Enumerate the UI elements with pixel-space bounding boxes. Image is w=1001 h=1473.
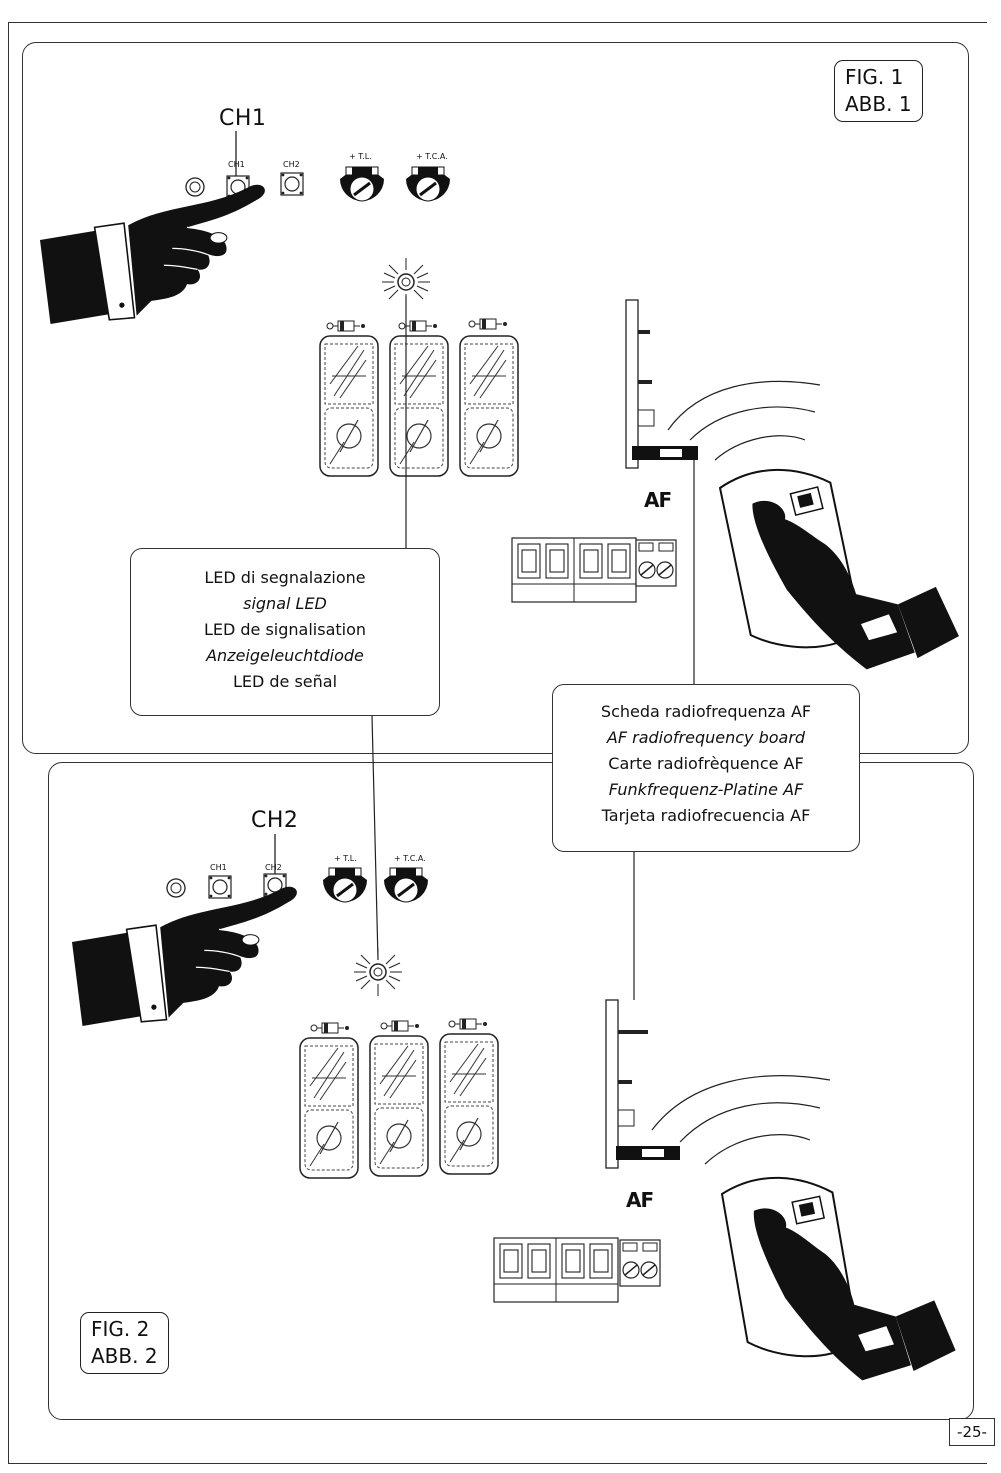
page-border	[8, 22, 987, 1464]
figure-2-title: FIG. 2	[91, 1317, 150, 1341]
led-callout: LED di segnalazione signal LED LED de si…	[130, 548, 440, 716]
led-callout-line: signal LED	[243, 594, 327, 613]
fig1-control-row	[185, 131, 452, 203]
ch2-label: CH2	[251, 808, 299, 833]
figure-1-label: FIG. 1 ABB. 1	[834, 60, 923, 122]
fig1-ch2-silk: CH2	[283, 160, 300, 169]
figure-1-title: FIG. 1	[845, 65, 904, 89]
figure-2-label: FIG. 2 ABB. 2	[80, 1312, 169, 1374]
af-callout-line: AF radiofrequency board	[606, 728, 806, 747]
af-callout-line: Carte radiofrèquence AF	[608, 754, 804, 773]
fig1-af-label: AF	[644, 488, 672, 512]
fig2-af-label: AF	[626, 1188, 654, 1212]
fig1-relays	[319, 318, 519, 477]
led-callout-line: LED de señal	[232, 672, 338, 691]
led-callout-line: LED di segnalazione	[204, 568, 366, 587]
figure-1-subtitle: ABB. 1	[845, 92, 912, 116]
ch1-label: CH1	[219, 106, 267, 131]
figure-2-subtitle: ABB. 2	[91, 1344, 158, 1368]
led-callout-line: Anzeigeleuchtdiode	[206, 646, 364, 665]
fig2-tl-silk: + T.L.	[334, 854, 357, 863]
af-callout: Scheda radiofrequenza AF AF radiofrequen…	[552, 684, 860, 852]
fig2-tca-silk: + T.C.A.	[394, 854, 426, 863]
fig1-tl-silk: + T.L.	[349, 152, 372, 161]
fig2-relays	[299, 1018, 499, 1179]
page-number: -25-	[949, 1418, 995, 1446]
figure-2-panel	[48, 762, 974, 1420]
fig1-tca-silk: + T.C.A.	[416, 152, 448, 161]
af-callout-line: Funkfrequenz-Platine AF	[608, 780, 804, 799]
fig2-ch1-silk: CH1	[210, 863, 227, 872]
af-callout-line: Tarjeta radiofrecuencia AF	[601, 806, 811, 825]
led-callout-line: LED de signalisation	[203, 620, 367, 639]
fig1-ch1-silk: CH1	[228, 160, 245, 169]
fig1-indicator-icon	[185, 177, 205, 197]
fig2-ch2-silk: CH2	[265, 863, 282, 872]
figure-1-panel	[22, 42, 969, 754]
fig2-control-row	[166, 834, 430, 904]
fig1-af-board	[625, 299, 821, 690]
fig2-af-board	[605, 852, 831, 1169]
af-callout-line: Scheda radiofrequenza AF	[600, 702, 812, 721]
